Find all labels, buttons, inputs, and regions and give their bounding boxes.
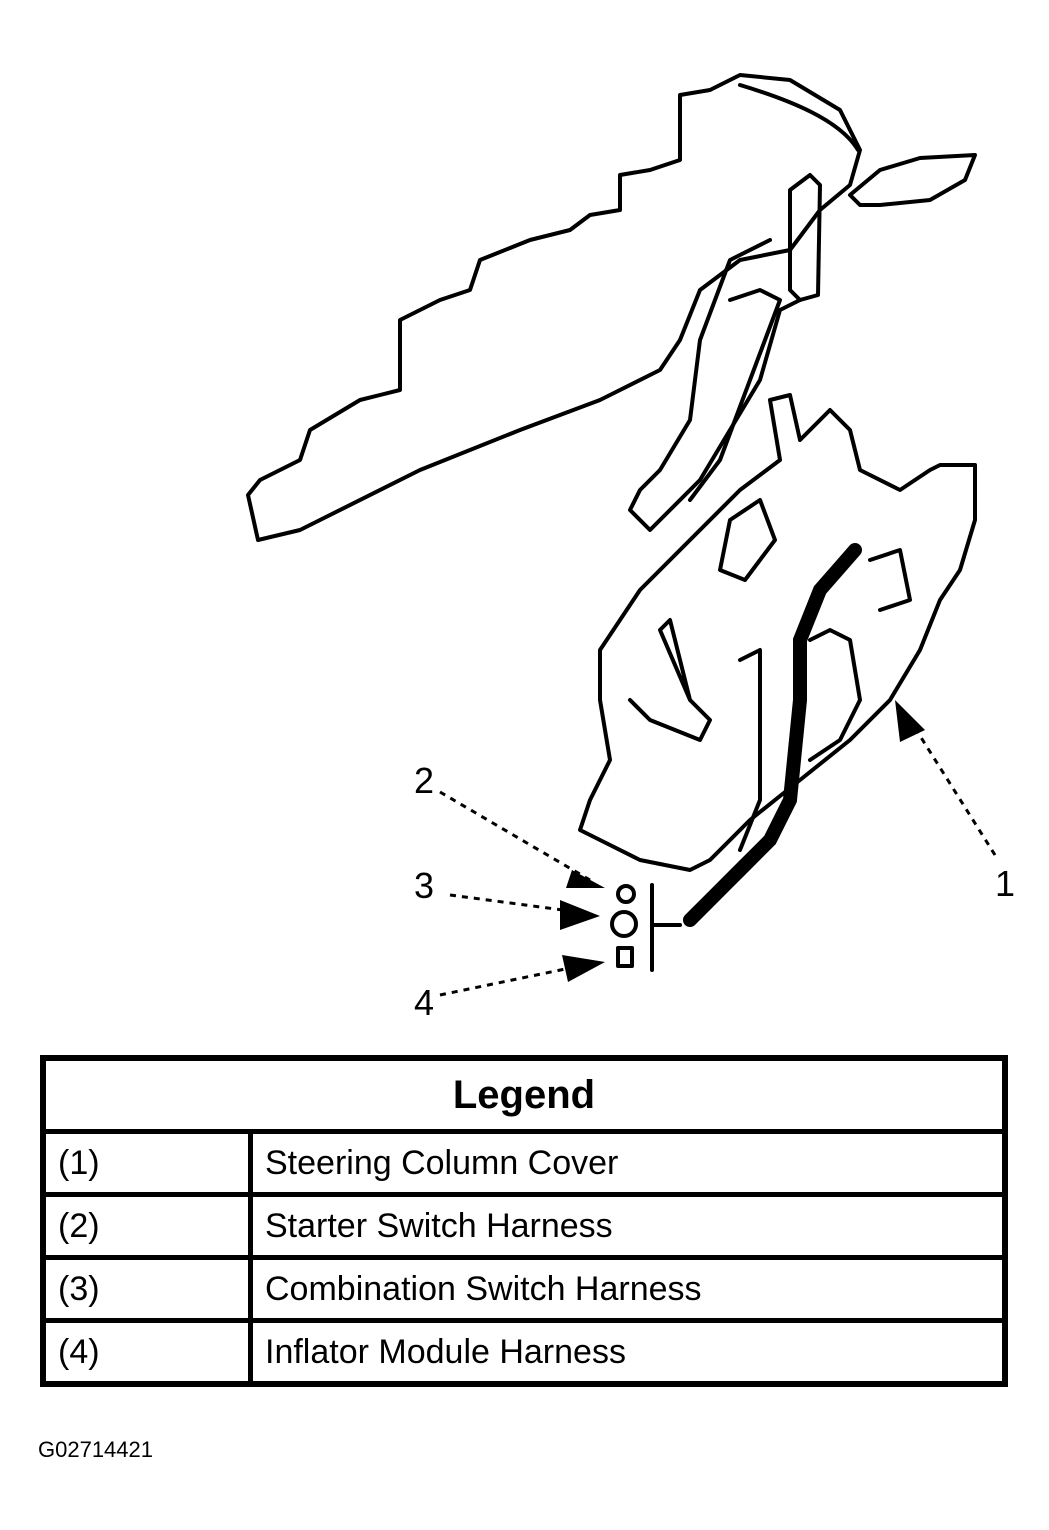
leader-line-1 bbox=[908, 719, 997, 856]
lock-cylinder bbox=[788, 173, 822, 302]
starter-switch-connector bbox=[616, 884, 636, 904]
leader-line-3 bbox=[449, 893, 579, 914]
callout-1: 1 bbox=[995, 863, 1016, 904]
legend-label: Starter Switch Harness bbox=[248, 1192, 1008, 1260]
combination-switch-connector bbox=[610, 910, 638, 938]
legend-number: (1) bbox=[40, 1129, 253, 1197]
callout-3: 3 bbox=[414, 865, 435, 906]
legend-title: Legend bbox=[40, 1055, 1008, 1134]
figure-id: G02714421 bbox=[38, 1437, 153, 1462]
table-row: (1) Steering Column Cover bbox=[40, 1129, 1008, 1197]
callout-4: 4 bbox=[414, 982, 435, 1023]
legend-table: Legend (1) Steering Column Cover (2) Sta… bbox=[40, 1055, 1008, 1387]
arrowhead-1 bbox=[895, 700, 925, 742]
leader-line-4 bbox=[439, 966, 571, 997]
steering-column-diagram bbox=[246, 73, 997, 997]
legend-number: (3) bbox=[40, 1255, 253, 1323]
ignition-key bbox=[848, 153, 977, 207]
legend-label: Inflator Module Harness bbox=[248, 1318, 1008, 1387]
arrowhead-3 bbox=[560, 900, 600, 930]
arrowhead-4 bbox=[562, 955, 605, 982]
legend-header-row: Legend bbox=[40, 1055, 1008, 1134]
table-row: (2) Starter Switch Harness bbox=[40, 1192, 1008, 1260]
inflator-module-connector bbox=[616, 946, 634, 968]
table-row: (4) Inflator Module Harness bbox=[40, 1318, 1008, 1387]
column-housing-outline bbox=[246, 73, 862, 542]
wiring-harness bbox=[683, 543, 862, 927]
legend-label: Steering Column Cover bbox=[248, 1129, 1008, 1197]
legend-label: Combination Switch Harness bbox=[248, 1255, 1008, 1323]
steering-column-cover bbox=[578, 393, 977, 872]
legend-number: (2) bbox=[40, 1192, 253, 1260]
arrowhead-2 bbox=[566, 870, 605, 888]
table-row: (3) Combination Switch Harness bbox=[40, 1255, 1008, 1323]
legend-number: (4) bbox=[40, 1318, 253, 1387]
callout-2: 2 bbox=[414, 760, 435, 801]
leader-line-2 bbox=[439, 790, 591, 882]
